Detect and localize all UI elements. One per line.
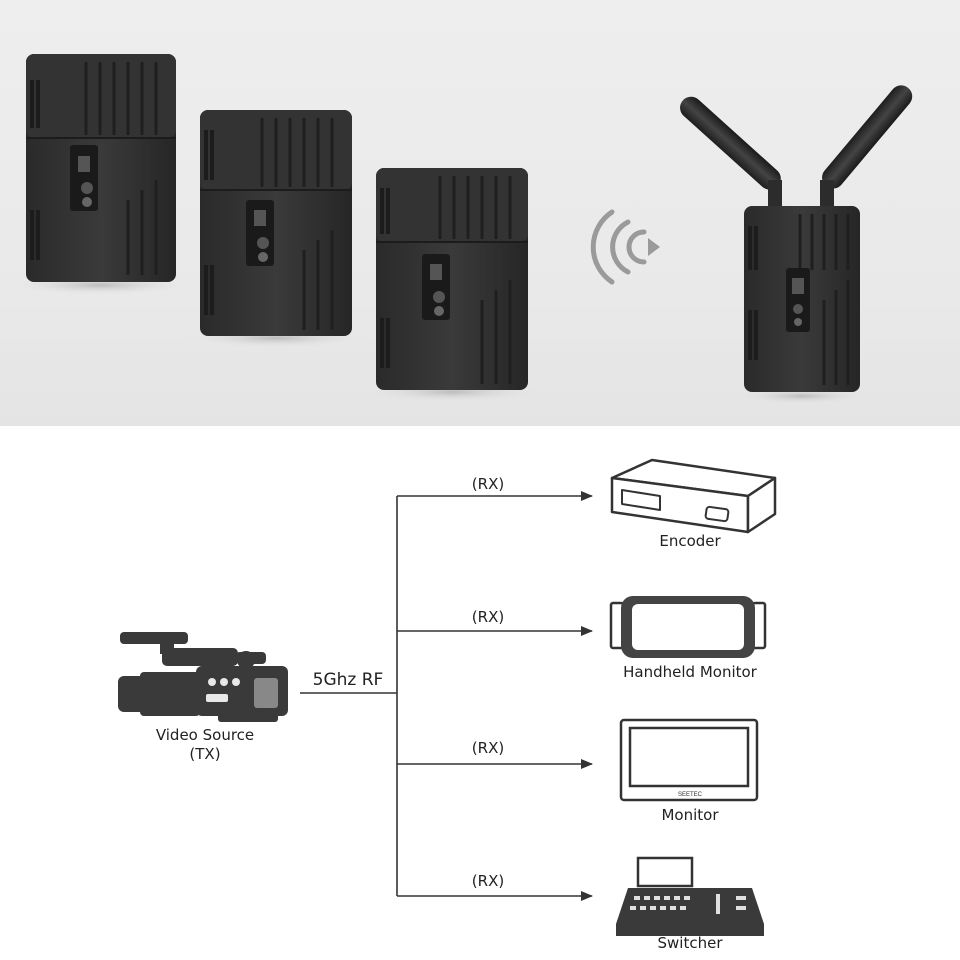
- branch-2-tag: (RX): [471, 608, 505, 626]
- source-sublabel: (TX): [189, 745, 221, 763]
- video-switcher-icon: [616, 856, 764, 936]
- product-photo: [10, 54, 913, 404]
- transmitter-unit: [680, 85, 913, 404]
- link-label: 5Ghz RF: [312, 670, 384, 690]
- branch-1-tag: (RX): [471, 475, 505, 493]
- device-label-handheld-monitor: Handheld Monitor: [623, 663, 757, 681]
- svg-text:SEETEC: SEETEC: [678, 792, 703, 798]
- encoder-box-icon: [610, 458, 777, 534]
- receiver-unit-1: [10, 54, 190, 295]
- device-label-monitor: Monitor: [661, 806, 719, 824]
- video-camera-icon: [118, 632, 288, 722]
- device-label-encoder: Encoder: [659, 532, 721, 550]
- diagram-lines: SEETEC: [118, 458, 777, 936]
- monitor-icon: SEETEC: [619, 718, 759, 802]
- connection-diagram: SEETEC (RX) (RX) (RX) (RX) 5Ghz RF Video…: [0, 426, 960, 960]
- device-label-switcher: Switcher: [657, 934, 723, 952]
- receiver-unit-3: [364, 168, 540, 402]
- handheld-monitor-icon: [609, 596, 767, 658]
- source-label: Video Source: [155, 726, 255, 744]
- wireless-signal-icon: [590, 209, 660, 285]
- receiver-unit-2: [186, 110, 366, 348]
- branch-3-tag: (RX): [471, 739, 505, 757]
- product-photo-panel: [0, 0, 960, 426]
- branch-4-tag: (RX): [471, 872, 505, 890]
